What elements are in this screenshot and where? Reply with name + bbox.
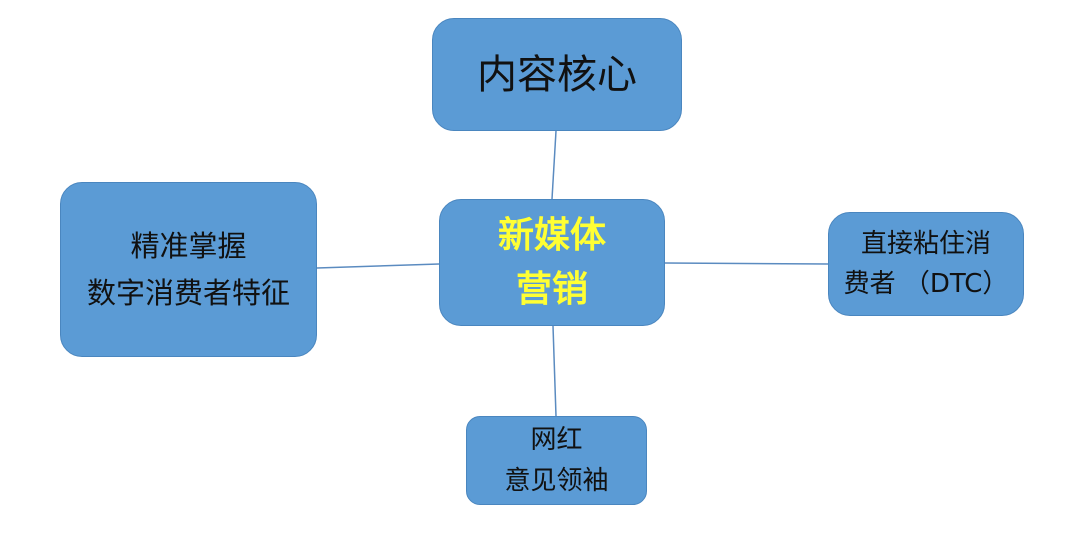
node-bottom-line-2: 意见领袖 (504, 465, 609, 496)
node-left-line-2: 数字消费者特征 (86, 275, 290, 310)
node-left-line-1: 精准掌握 (130, 229, 247, 264)
node-content-core: 内容核心 (432, 18, 682, 131)
node-center-line-2: 营销 (515, 268, 588, 310)
node-kol: 网红 意见领袖 (466, 416, 647, 505)
connector-right (664, 262, 829, 265)
node-right-line-2: 费者 （DTC） (843, 269, 1009, 299)
connector-left (316, 263, 440, 269)
node-dtc: 直接粘住消 费者 （DTC） (828, 212, 1024, 316)
node-new-media-marketing: 新媒体 营销 (439, 199, 665, 326)
node-content-core-label: 内容核心 (477, 51, 637, 98)
node-center-line-1: 新媒体 (497, 214, 606, 256)
connector-top (551, 130, 557, 200)
node-right-line-1: 直接粘住消 (860, 228, 991, 259)
node-consumer-insight: 精准掌握 数字消费者特征 (60, 182, 317, 357)
connector-bottom (552, 325, 557, 417)
node-bottom-line-1: 网红 (530, 425, 583, 456)
